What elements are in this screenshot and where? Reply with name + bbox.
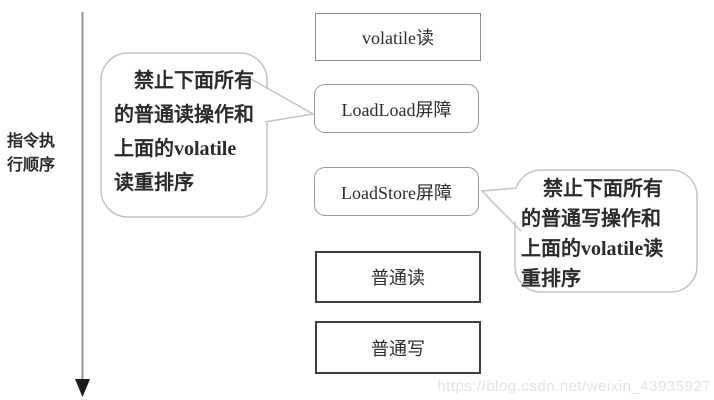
execution-order-arrowhead-icon [75, 379, 90, 397]
right-callout-bubble [480, 169, 698, 293]
box-normal-write-label: 普通写 [371, 338, 425, 359]
box-normal-read-label: 普通读 [371, 268, 425, 288]
box-normal-write: 普通写 [315, 321, 481, 374]
box-loadload-barrier: LoadLoad屏障 [314, 84, 479, 133]
box-loadstore-barrier-label: LoadStore屏障 [341, 182, 452, 203]
box-volatile-read-label: volatile读 [362, 28, 434, 48]
box-loadload-barrier-label: LoadLoad屏障 [341, 99, 452, 120]
left-callout-text: 禁止下面所有 的普通读操作和 上面的volatile 读重排序 [114, 70, 254, 194]
box-normal-read: 普通读 [315, 251, 481, 303]
box-loadstore-barrier: LoadStore屏障 [314, 167, 479, 216]
left-callout-bubble [100, 52, 316, 218]
right-callout-tail [482, 186, 527, 233]
watermark-text: https://blog.csdn.net/weixin_43935927 [437, 378, 711, 395]
left-callout-tail [247, 78, 313, 124]
right-callout-text: 禁止下面所有 的普通写操作和 上面的volatile读 重排序 [521, 178, 664, 290]
execution-order-label: 指令执 行顺序 [7, 133, 56, 174]
box-volatile-read: volatile读 [315, 13, 481, 61]
